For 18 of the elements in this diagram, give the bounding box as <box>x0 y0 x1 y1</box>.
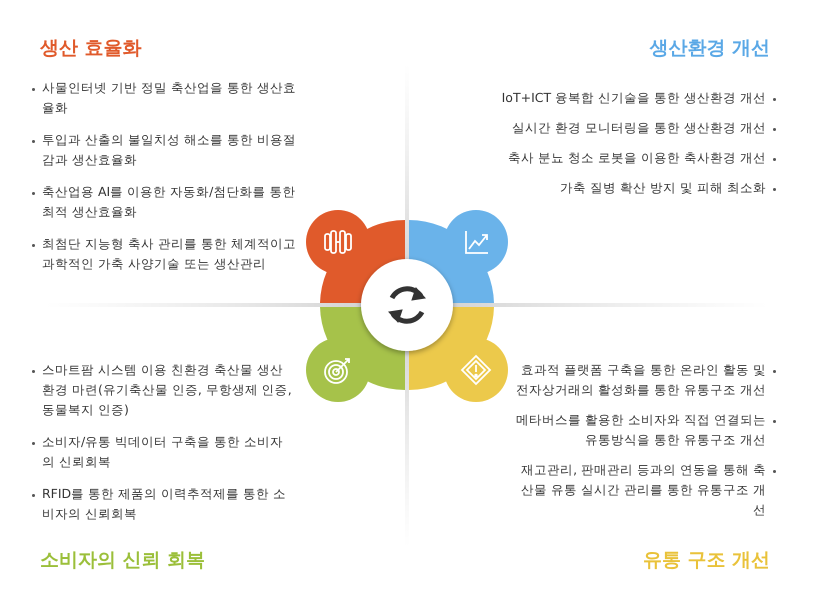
section-heading: 생산환경 개선 <box>649 36 770 61</box>
bullet-text: 메타버스를 활용한 소비자와 직접 연결되는 유통방식을 통한 유통구조 개선 <box>515 411 766 449</box>
bullet-text: 소비자/유통 빅데이터 구축을 통한 소비자의 신뢰회복 <box>42 433 284 471</box>
bullet-text: 투입과 산출의 불일치성 해소를 통한 비용절감과 생산효율화 <box>42 131 297 169</box>
bullet-text: 효과적 플랫폼 구축을 통한 온라인 활동 및 전자상거래의 활성화를 통한 유통구조 개선 <box>515 361 766 399</box>
section-heading: 소비자의 신뢰 회복 <box>40 548 206 573</box>
bullet-text: IoT+ICT 융복합 신기술을 통한 생산환경 개선 <box>502 89 766 107</box>
bullet-text: 스마트팜 시스템 이용 친환경 축산물 생산 환경 마련(유기축산물 인증, 무항생제 인증, 동물복지 인증) <box>42 361 293 419</box>
bullet-text: 축사 분뇨 청소 로봇을 이용한 축사환경 개선 <box>508 149 766 167</box>
bullet-text: 실시간 환경 모니터링을 통한 생산환경 개선 <box>512 119 766 137</box>
bullet-text: 최첨단 지능형 축사 관리를 통한 체계적이고 과학적인 가축 사양기술 또는 생산관리 <box>42 235 297 273</box>
bullet-text: 축산업용 AI를 이용한 자동화/첨단화를 통한 최적 생산효율화 <box>42 183 296 221</box>
section-heading: 생산 효율화 <box>40 36 142 61</box>
bullet-text: 가축 질병 확산 방지 및 피해 최소화 <box>560 179 766 197</box>
section-heading: 유통 구조 개선 <box>642 548 770 573</box>
bullet-text: 사물인터넷 기반 정밀 축산업을 통한 생산효율화 <box>42 79 297 117</box>
bullet-text: RFID를 통한 제품의 이력추적제를 통한 소비자의 신뢰회복 <box>42 485 288 523</box>
bullet-text: 재고관리, 판매관리 등과의 연동을 통해 축산물 유통 실시간 관리를 통한 유통구조 개선 <box>520 461 766 519</box>
